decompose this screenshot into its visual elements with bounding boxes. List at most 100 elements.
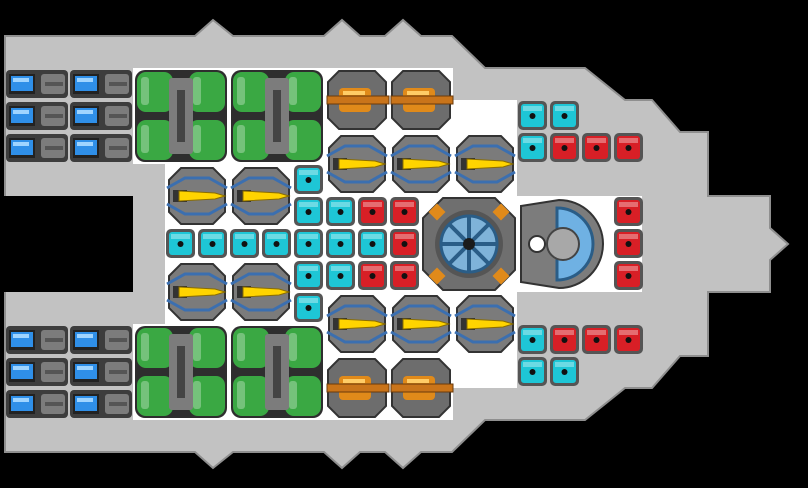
fuel-cell-shine — [289, 381, 297, 409]
block-shine — [555, 106, 574, 111]
red-armor-block[interactable] — [390, 197, 419, 226]
thruster-shine — [13, 78, 29, 82]
red-armor-block[interactable] — [614, 261, 643, 290]
cyan-armor-block[interactable] — [230, 229, 259, 258]
block-bolt — [625, 337, 632, 343]
block-bolt — [273, 241, 280, 247]
blaster[interactable] — [230, 167, 292, 225]
cannon[interactable] — [326, 358, 390, 418]
thruster[interactable] — [70, 134, 132, 162]
cyan-armor-block[interactable] — [198, 229, 227, 258]
thruster[interactable] — [6, 326, 68, 354]
red-armor-block[interactable] — [390, 229, 419, 258]
cyan-armor-block[interactable] — [294, 293, 323, 322]
fuel-tank[interactable] — [135, 326, 227, 418]
thruster-shine — [13, 366, 29, 370]
blaster[interactable] — [166, 263, 228, 321]
cannon[interactable] — [390, 358, 454, 418]
blaster[interactable] — [326, 135, 388, 193]
cyan-armor-block[interactable] — [294, 165, 323, 194]
blaster[interactable] — [166, 167, 228, 225]
fuel-tank[interactable] — [135, 70, 227, 162]
red-armor-block[interactable] — [614, 197, 643, 226]
block-bolt — [625, 145, 632, 151]
fuel-tank[interactable] — [231, 326, 323, 418]
fuel-cell — [189, 328, 225, 368]
block-bolt — [369, 241, 376, 247]
red-armor-block[interactable] — [582, 133, 611, 162]
cyan-armor-block[interactable] — [326, 197, 355, 226]
cyan-armor-block[interactable] — [358, 229, 387, 258]
block-shine — [363, 234, 382, 239]
cyan-armor-block[interactable] — [166, 229, 195, 258]
blaster[interactable] — [390, 135, 452, 193]
thruster-pipe — [109, 114, 127, 118]
blaster[interactable] — [326, 295, 388, 353]
red-armor-block[interactable] — [582, 325, 611, 354]
red-armor-block[interactable] — [614, 229, 643, 258]
thruster-shine — [77, 398, 93, 402]
thruster-pipe — [109, 370, 127, 374]
thruster[interactable] — [70, 390, 132, 418]
blaster[interactable] — [390, 295, 452, 353]
fuel-cell — [137, 328, 173, 368]
thruster[interactable] — [70, 326, 132, 354]
thruster[interactable] — [70, 358, 132, 386]
fuel-cell-shine — [193, 333, 201, 361]
cannon-barrel — [326, 95, 390, 105]
thruster[interactable] — [6, 390, 68, 418]
cyan-armor-block[interactable] — [262, 229, 291, 258]
thruster[interactable] — [70, 102, 132, 130]
cockpit[interactable] — [520, 198, 604, 290]
red-armor-block[interactable] — [614, 133, 643, 162]
cyan-armor-block[interactable] — [550, 357, 579, 386]
blaster[interactable] — [230, 263, 292, 321]
thruster[interactable] — [6, 134, 68, 162]
fuel-cell — [285, 72, 321, 112]
red-armor-block[interactable] — [358, 261, 387, 290]
block-bolt — [529, 369, 536, 375]
red-armor-block[interactable] — [390, 261, 419, 290]
cyan-armor-block[interactable] — [550, 101, 579, 130]
red-armor-block[interactable] — [358, 197, 387, 226]
cyan-armor-block[interactable] — [294, 197, 323, 226]
block-bolt — [241, 241, 248, 247]
blaster-barrel — [178, 286, 227, 298]
thruster-pipe — [109, 82, 127, 86]
cyan-armor-block[interactable] — [294, 261, 323, 290]
red-armor-block[interactable] — [550, 133, 579, 162]
thruster[interactable] — [70, 70, 132, 98]
cyan-armor-block[interactable] — [518, 357, 547, 386]
fuel-cell — [233, 120, 269, 160]
cyan-armor-block[interactable] — [294, 229, 323, 258]
thruster[interactable] — [6, 358, 68, 386]
red-armor-block[interactable] — [614, 325, 643, 354]
cyan-armor-block[interactable] — [518, 133, 547, 162]
block-bolt — [209, 241, 216, 247]
thruster[interactable] — [6, 102, 68, 130]
blaster[interactable] — [454, 135, 516, 193]
block-shine — [235, 234, 254, 239]
cyan-armor-block[interactable] — [326, 261, 355, 290]
block-bolt — [593, 145, 600, 151]
block-bolt — [305, 241, 312, 247]
fuel-cell-shine — [193, 381, 201, 409]
fuel-tank[interactable] — [231, 70, 323, 162]
thruster-pipe — [45, 370, 63, 374]
fuel-manifold-core — [273, 90, 281, 142]
cyan-armor-block[interactable] — [518, 325, 547, 354]
block-shine — [555, 362, 574, 367]
cannon[interactable] — [390, 70, 454, 130]
blaster[interactable] — [454, 295, 516, 353]
cannon[interactable] — [326, 70, 390, 130]
block-bolt — [561, 145, 568, 151]
block-bolt — [369, 273, 376, 279]
cyan-armor-block[interactable] — [326, 229, 355, 258]
cyan-armor-block[interactable] — [518, 101, 547, 130]
thruster[interactable] — [6, 70, 68, 98]
reactor[interactable] — [422, 197, 516, 291]
blaster-rails — [454, 144, 516, 184]
cannon-shine — [343, 91, 365, 95]
red-armor-block[interactable] — [550, 325, 579, 354]
block-shine — [171, 234, 190, 239]
